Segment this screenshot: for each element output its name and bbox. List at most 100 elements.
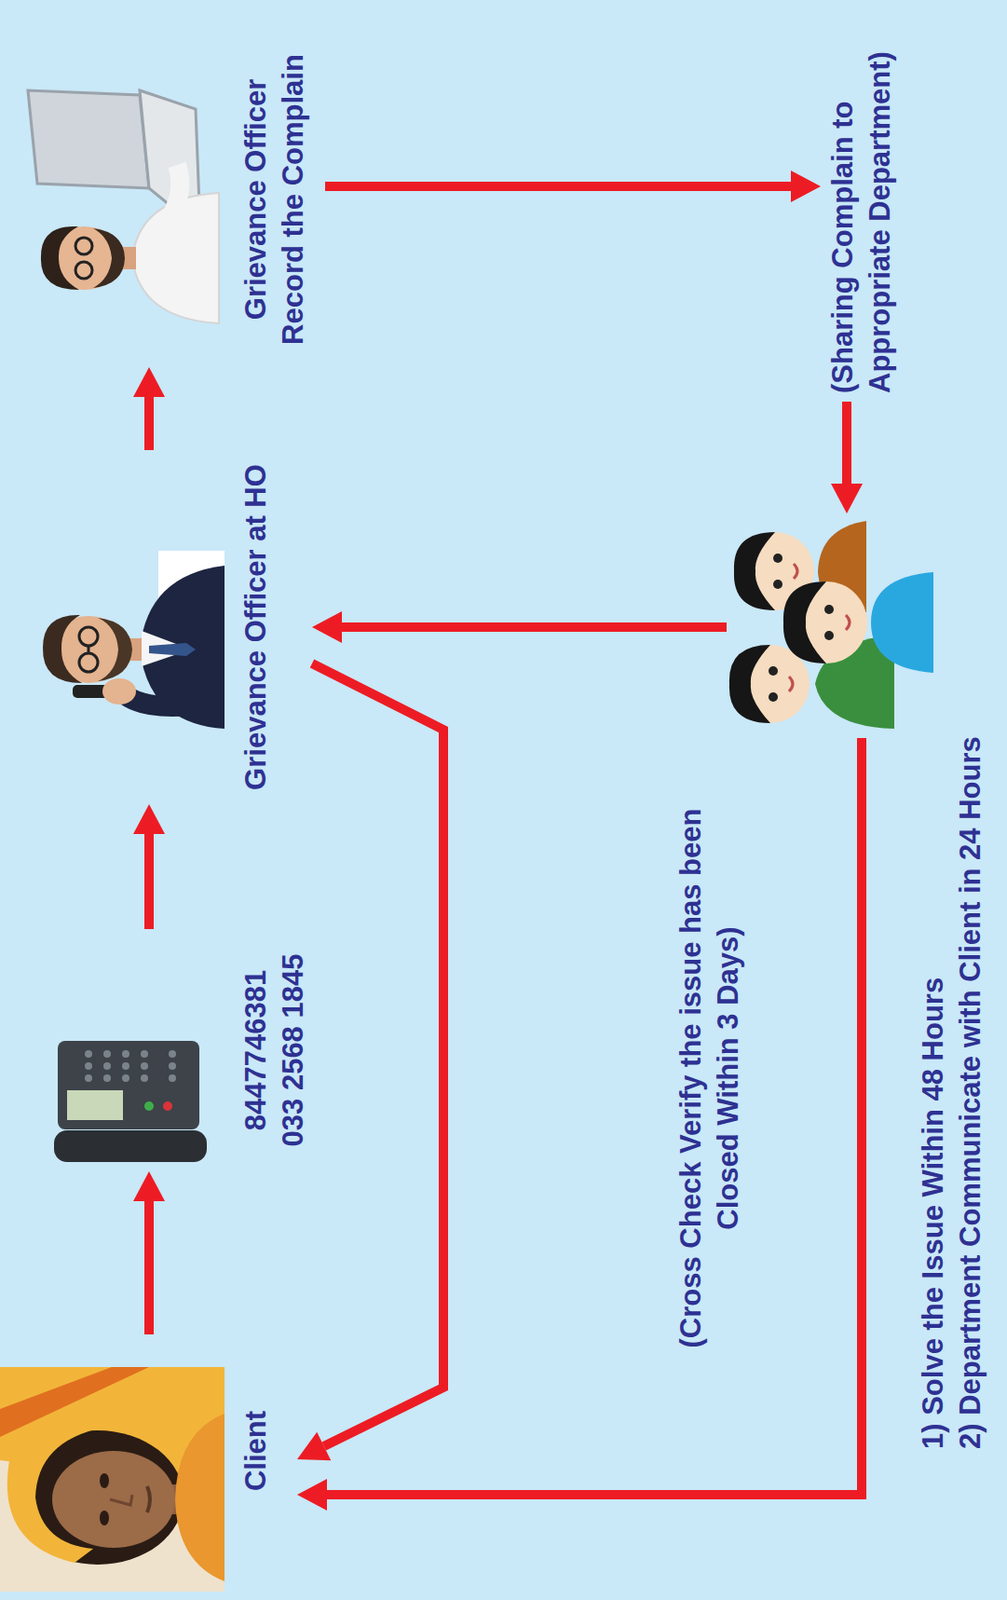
text-column: (Sharing Complain to Appropriate Departm… — [824, 20, 899, 394]
telephone-icon — [54, 1040, 207, 1162]
node-text: (Sharing Complain to Appropriate Departm… — [824, 20, 899, 394]
officer-photo — [97, 617, 133, 681]
department-people — [768, 692, 778, 702]
connector-line — [312, 663, 444, 1446]
flow-arrow — [297, 663, 444, 1460]
telephone-icon — [103, 1074, 111, 1082]
note-text: 1) Solve the Issue Within 48 Hours — [914, 977, 953, 1449]
connector-line — [325, 181, 791, 191]
telephone-icon — [122, 1061, 130, 1070]
telephone-icon — [84, 1061, 93, 1070]
client-photo — [147, 1485, 150, 1512]
connector-line — [144, 1200, 154, 1334]
client-photo — [0, 1366, 225, 1592]
client-node: Client — [4, 1333, 298, 1567]
department-people — [824, 630, 834, 640]
telephone-icon — [140, 1049, 149, 1058]
figure-slot — [726, 518, 937, 738]
telephone-icon — [67, 1089, 123, 1120]
connector-line — [341, 622, 727, 632]
officer-photo — [149, 642, 196, 656]
client-photo — [0, 1366, 225, 1592]
telephone-icon — [168, 1074, 177, 1082]
telephone-icon — [144, 1101, 154, 1111]
connector-line — [144, 833, 154, 929]
client-photo — [52, 1450, 176, 1548]
figure-slot — [4, 1341, 238, 1560]
telephone-icon — [103, 1049, 111, 1058]
note-text: (Cross Check Verify the issue has been C… — [672, 779, 748, 1376]
department-people — [734, 531, 776, 611]
telephone-icon — [54, 1129, 207, 1162]
client-photo — [109, 1494, 133, 1505]
phone-node: 8447746381033 2568 1845 — [4, 928, 324, 1171]
node-text: Grievance Officer Record the Complain — [237, 39, 313, 360]
flow-arrow — [297, 737, 862, 1511]
arrowhead — [133, 367, 165, 397]
flow-arrow — [830, 401, 863, 514]
telephone-icon — [163, 1101, 173, 1111]
node-text: Client — [237, 1341, 275, 1560]
department-people — [773, 579, 783, 589]
department-people — [729, 520, 934, 729]
department-people — [793, 563, 798, 579]
flow-arrow — [133, 367, 165, 450]
officer-photo — [79, 653, 98, 672]
client-photo — [99, 1472, 109, 1488]
officer-photo — [79, 626, 98, 646]
flow-arrow — [325, 170, 821, 203]
telephone-icon — [140, 1074, 149, 1082]
flow-arrow — [842, 401, 852, 486]
telephone-icon — [140, 1061, 149, 1070]
telephone-icon — [57, 1040, 200, 1130]
figure-slot — [4, 936, 238, 1164]
note-text: 2) Department Communicate with Client in… — [952, 735, 990, 1449]
telephone-icon — [122, 1074, 130, 1082]
arrowhead — [297, 1478, 327, 1511]
officer-photo — [42, 550, 225, 729]
officer-photo — [87, 645, 91, 654]
arrowhead — [790, 170, 821, 203]
department-people — [773, 553, 783, 563]
officer-photo — [42, 614, 82, 683]
telephone-icon — [84, 1049, 93, 1058]
flow-arrow — [133, 803, 165, 929]
arrowhead — [312, 611, 342, 643]
officer-photo — [102, 678, 137, 705]
telephone-icon — [103, 1061, 111, 1070]
officer-photo — [40, 226, 80, 290]
client-photo — [99, 1510, 109, 1525]
department-people — [824, 604, 834, 614]
arrowhead — [297, 1431, 331, 1461]
telephone-icon — [168, 1061, 177, 1070]
flow-arrow — [830, 483, 863, 514]
department-people — [870, 571, 934, 673]
node-text: 8447746381 — [237, 936, 275, 1164]
connector-line — [144, 396, 154, 450]
arrowhead — [133, 803, 165, 834]
officer-photo — [75, 237, 93, 255]
officer-photo — [27, 90, 219, 324]
figure-slot — [4, 39, 238, 360]
figure-slot — [4, 457, 238, 797]
department-people — [845, 614, 850, 630]
department-node: (Sharing Complain to Appropriate Departm… — [726, 20, 937, 738]
telephone-icon — [168, 1049, 177, 1058]
flow-arrow — [133, 1170, 165, 1334]
node-text: Grievance Officer at HO — [237, 457, 275, 797]
department-people — [783, 581, 827, 664]
department-people — [729, 644, 771, 723]
department-people — [789, 676, 793, 692]
officer-photo — [167, 164, 180, 221]
officer-node: Grievance Officer Record the Complain — [4, 31, 326, 368]
officer-photo — [93, 228, 125, 288]
connector-line — [326, 737, 862, 1495]
node-text: 033 2568 1845 — [274, 936, 313, 1164]
officer-photo — [27, 90, 150, 189]
telephone-icon — [122, 1049, 130, 1058]
department-people — [768, 666, 778, 676]
flow-arrow — [312, 611, 727, 643]
officer-photo — [75, 261, 93, 279]
arrowhead — [133, 1170, 165, 1201]
